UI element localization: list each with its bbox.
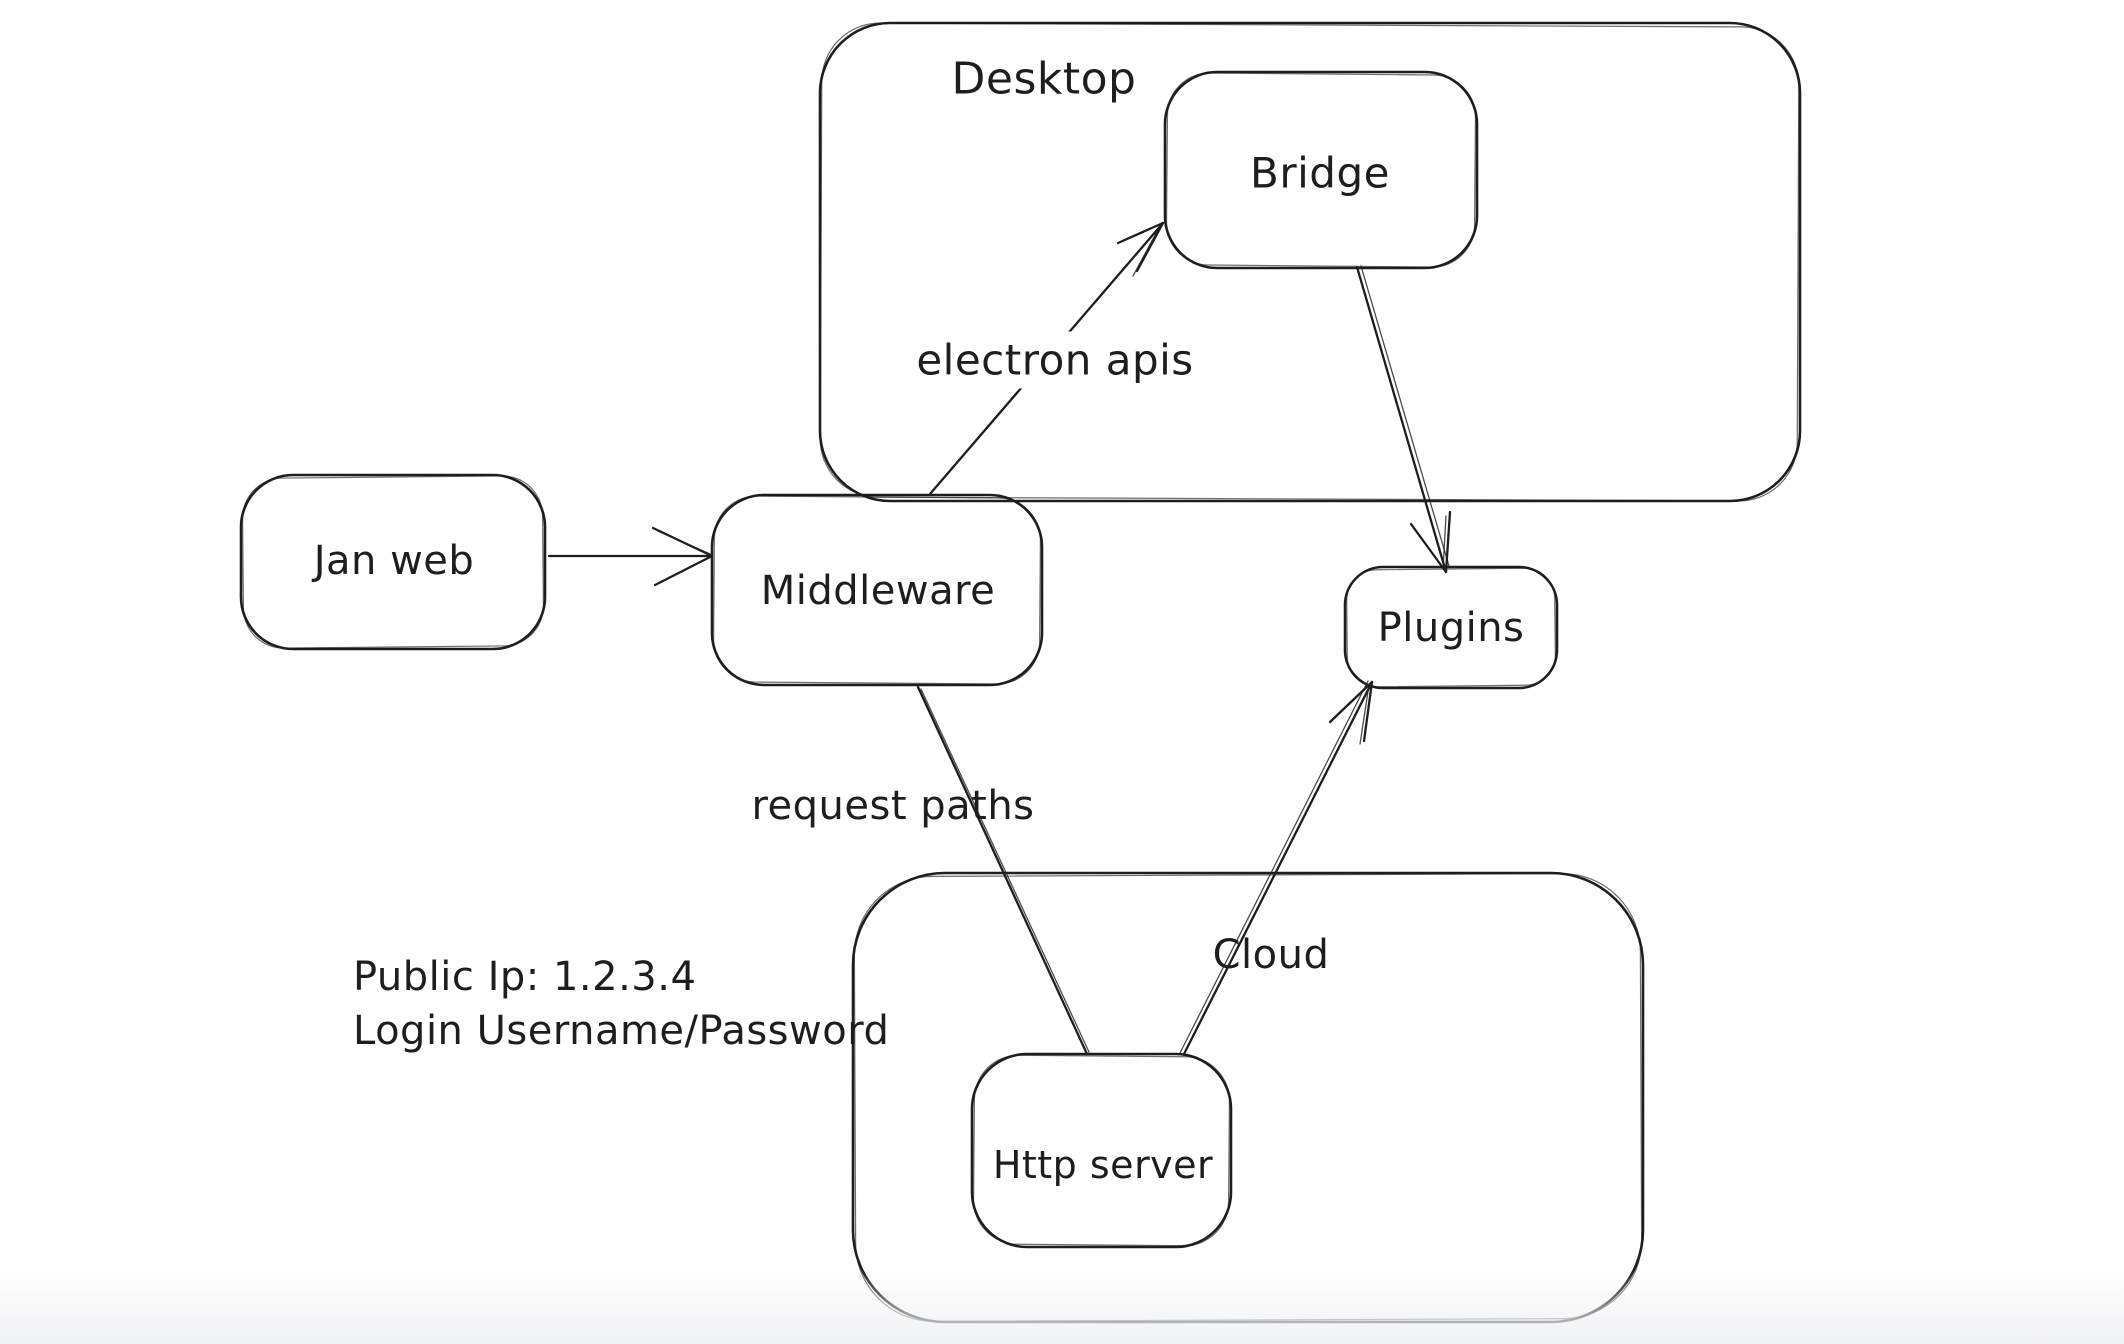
plugins-box: [1343, 565, 1559, 690]
node-jan-web[interactable]: [239, 473, 547, 651]
arrow-http-plugins-head: [1328, 680, 1374, 743]
middleware-box-sketch-stroke: [713, 495, 1041, 685]
electron-apis-edge-label[interactable]: electron apis: [904, 331, 1206, 389]
middleware-box: [710, 493, 1044, 687]
arrow-http-plugins-line: [1182, 680, 1374, 1056]
jan-web-box: [239, 473, 547, 651]
public-ip-annotation[interactable]: Public Ip: 1.2.3.4 Login Username/Passwo…: [353, 950, 889, 1058]
desktop-box: [818, 21, 1802, 503]
node-desktop[interactable]: [818, 21, 1802, 503]
arrow-bridge-plugins-head-sketch: [1442, 515, 1447, 570]
line-middleware-http-server-sketch: [920, 688, 1090, 1053]
bridge-box: [1163, 70, 1479, 270]
arrow-bridge-plugins-head: [1409, 510, 1452, 574]
http-server-box: [970, 1052, 1233, 1249]
request-paths-edge-label[interactable]: request paths: [751, 783, 1035, 829]
login-credentials-line: Login Username/Password: [353, 1008, 890, 1054]
middleware-label: Middleware: [760, 568, 996, 614]
arrow-janweb-middleware-head-sketch: [657, 530, 711, 555]
arrow-bridge-plugins-line-sketch: [1360, 265, 1450, 567]
line-middleware-to-http-server[interactable]: [916, 685, 1090, 1056]
desktop-box-sketch-stroke: [819, 22, 1800, 502]
bridge-label: Bridge: [1250, 148, 1390, 198]
http-server-label: Http server: [992, 1143, 1214, 1187]
arrow-janweb-to-middleware[interactable]: [547, 526, 714, 587]
arrow-http-plugins-head-sketch: [1359, 684, 1370, 745]
node-middleware[interactable]: [710, 493, 1044, 687]
arrow-http-plugins-line-sketch: [1179, 680, 1369, 1054]
public-ip-line: Public Ip: 1.2.3.4: [353, 954, 697, 1000]
cloud-label: Cloud: [1212, 932, 1330, 978]
desktop-label: Desktop: [951, 53, 1137, 105]
line-middleware-http-server: [916, 685, 1089, 1056]
arrow-bridge-plugins-line: [1355, 265, 1448, 574]
plugins-box-sketch-stroke: [1346, 567, 1556, 688]
arrow-middleware-bridge-head: [1116, 221, 1165, 273]
node-http-server[interactable]: [970, 1052, 1233, 1249]
jan-web-label: Jan web: [313, 538, 475, 584]
jan-web-box-sketch-stroke: [241, 475, 545, 649]
plugins-label: Plugins: [1377, 605, 1525, 651]
arrow-bridge-to-plugins[interactable]: [1355, 265, 1452, 574]
node-plugins[interactable]: [1343, 565, 1559, 690]
arrow-http-server-to-plugins[interactable]: [1179, 680, 1374, 1056]
arrow-middleware-bridge-head-sketch: [1132, 225, 1161, 277]
node-bridge[interactable]: [1163, 70, 1479, 270]
http-server-box-sketch-stroke: [972, 1054, 1231, 1247]
bridge-box-sketch-stroke: [1165, 72, 1477, 268]
